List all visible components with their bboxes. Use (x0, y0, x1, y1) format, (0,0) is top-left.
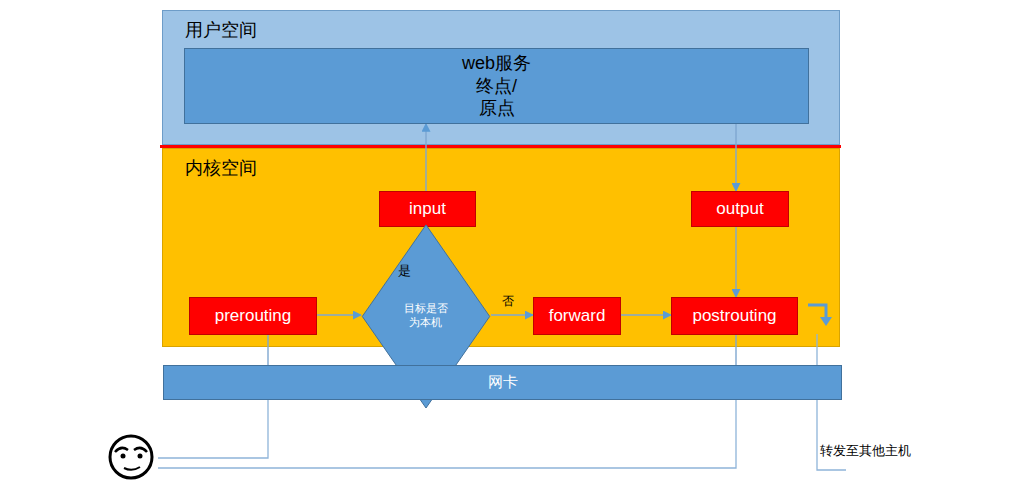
band-title: 内核空间 (185, 157, 257, 180)
process-box: web服务 终点/原点 (184, 48, 809, 124)
node-label: web服务 终点/原点 (462, 52, 531, 120)
face-brow (115, 448, 128, 452)
face-brow (134, 448, 147, 452)
wire-line (158, 400, 268, 458)
face-eye (138, 454, 143, 459)
node-label: 目标是否为本机 (402, 302, 449, 330)
note-label: 转发至其他主机 (820, 442, 911, 460)
chain-box: prerouting (189, 297, 317, 335)
face-eye (121, 454, 126, 459)
band-title: 用户空间 (185, 19, 257, 42)
wire-line (158, 400, 736, 468)
node-label: input (409, 198, 446, 219)
edge-label: 是 (398, 262, 411, 280)
space-band: 用户空间 web服务 终点/原点 (162, 10, 840, 145)
chain-box: output (691, 191, 789, 227)
face-mouth (124, 467, 140, 470)
node-label: forward (549, 305, 606, 326)
face-icon (110, 436, 152, 478)
nic-bar: 网卡 (163, 365, 842, 400)
chain-box: forward (533, 297, 621, 335)
chain-box: postrouting (671, 297, 798, 335)
space-band: 内核空间 input output prerouting 目标是否为本机 forward p… (162, 148, 840, 347)
chain-box: input (379, 191, 476, 227)
node-label: output (716, 198, 763, 219)
node-label: 网卡 (488, 373, 518, 392)
face-outline (110, 436, 152, 478)
node-label: postrouting (692, 305, 776, 326)
edge-label: 否 (502, 293, 514, 310)
node-label: prerouting (215, 305, 292, 326)
